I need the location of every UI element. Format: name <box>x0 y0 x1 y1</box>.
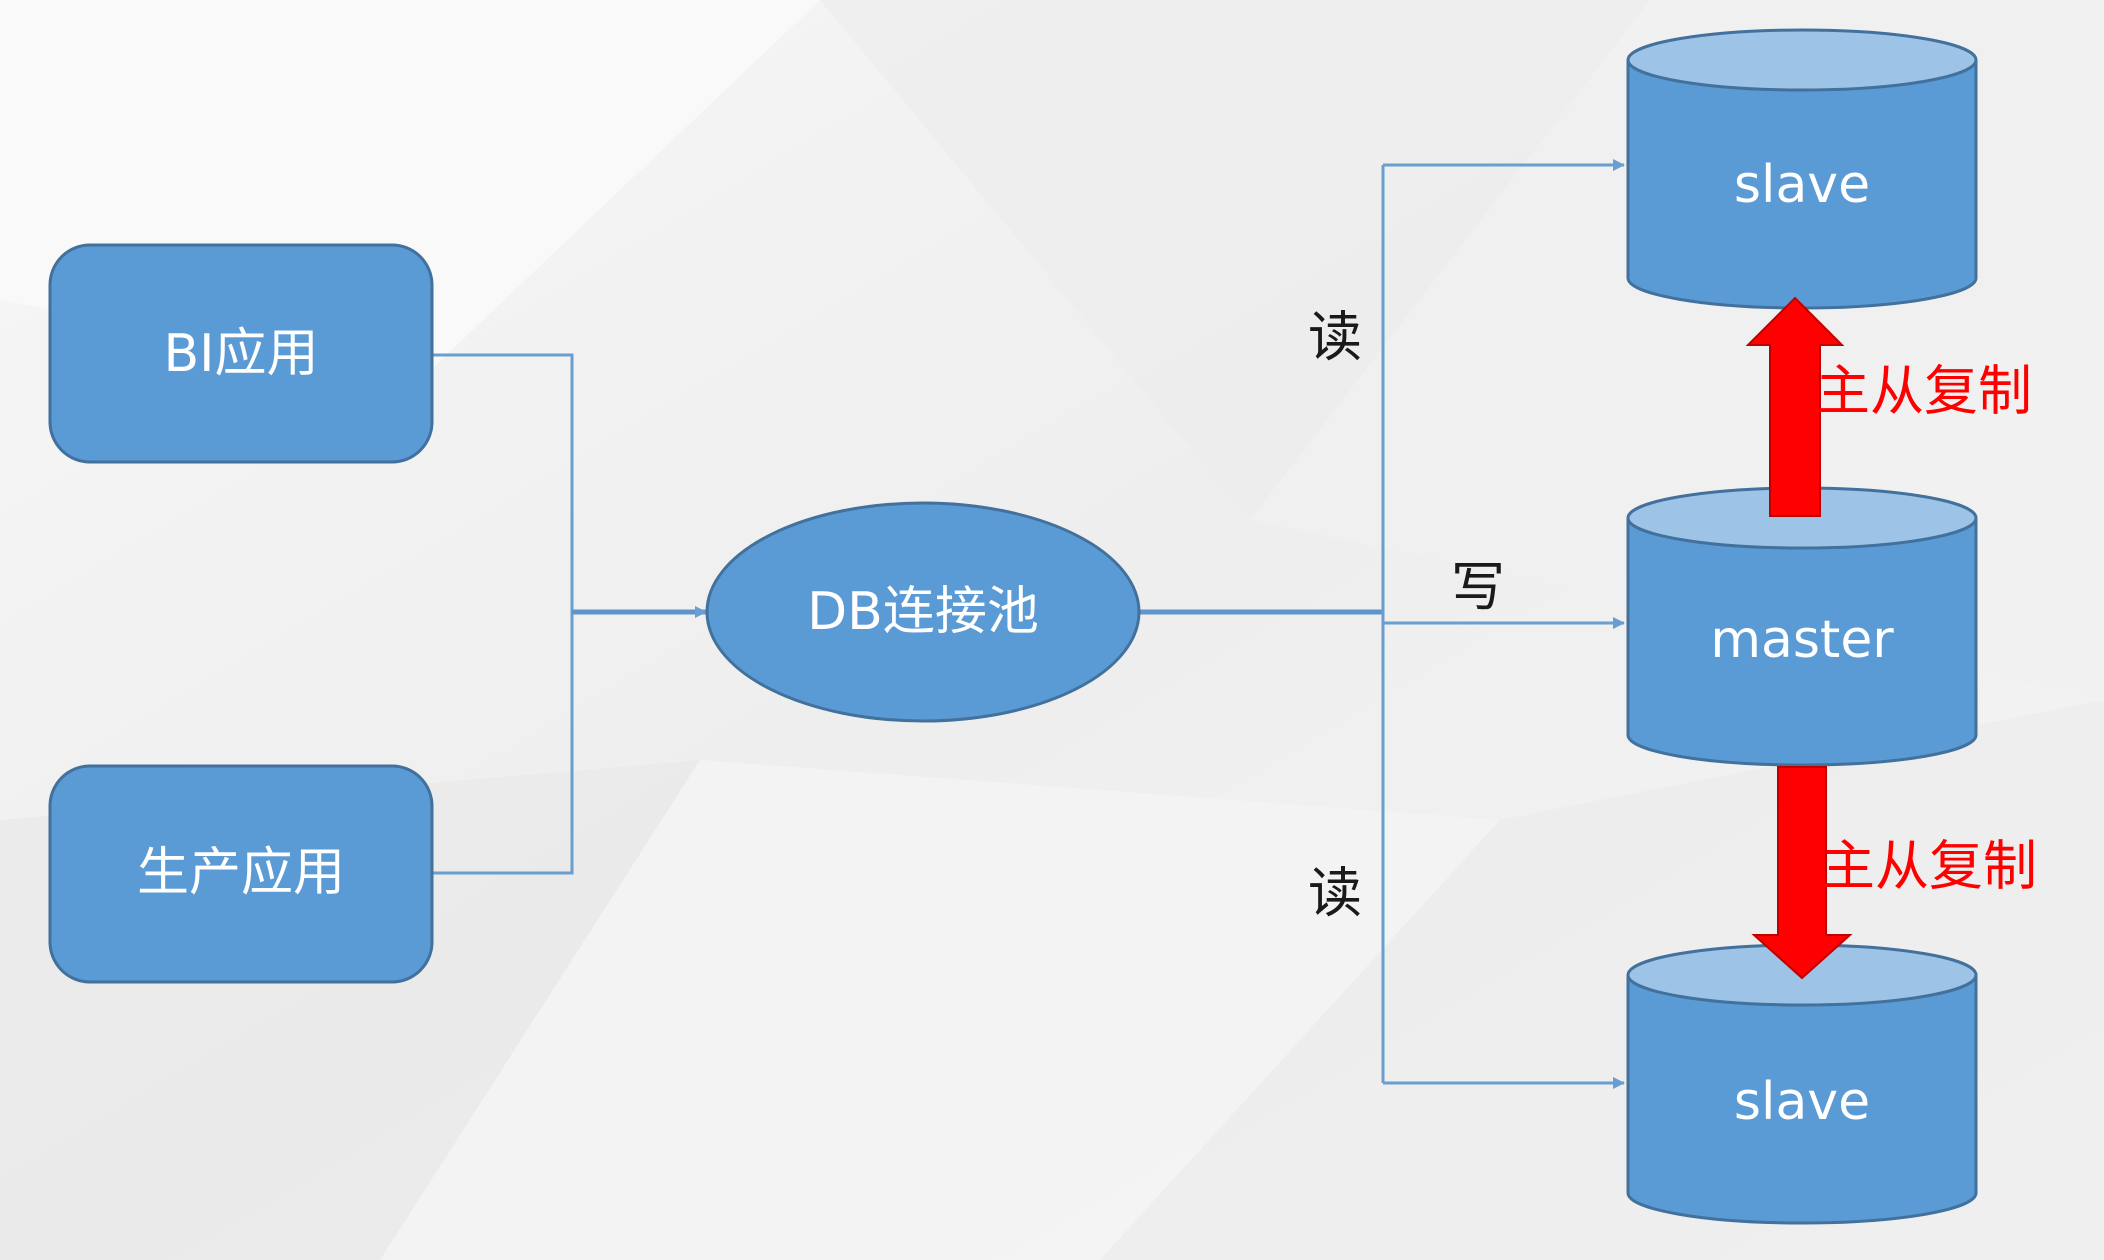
replication-up-arrow <box>1745 296 1845 517</box>
db-pool-label: DB连接池 <box>807 582 1039 642</box>
read-bottom-label: 读 <box>1308 862 1362 925</box>
connectors <box>432 159 1625 1089</box>
bi-app-box: BI应用 <box>48 243 434 464</box>
slave-top-cylinder: slave <box>1626 28 1978 310</box>
slave-bottom-label: slave <box>1734 1072 1870 1132</box>
slave-bottom-cylinder: slave <box>1626 943 1978 1225</box>
db-pool-node: DB连接池 <box>705 501 1141 723</box>
replication-top-label: 主从复制 <box>1816 360 2032 423</box>
slave-top-label: slave <box>1734 155 1870 215</box>
prod-app-box: 生产应用 <box>48 764 434 984</box>
master-cylinder: master <box>1626 486 1978 767</box>
replication-down-arrow <box>1751 766 1853 980</box>
master-label: master <box>1710 610 1894 670</box>
write-label: 写 <box>1451 556 1505 619</box>
bi-app-label: BI应用 <box>163 324 318 384</box>
prod-to-merge-line <box>432 612 574 875</box>
replication-bottom-label: 主从复制 <box>1821 835 2037 898</box>
bi-to-merge-line <box>432 353 574 612</box>
read-top-label: 读 <box>1308 306 1362 369</box>
prod-app-label: 生产应用 <box>137 843 345 903</box>
